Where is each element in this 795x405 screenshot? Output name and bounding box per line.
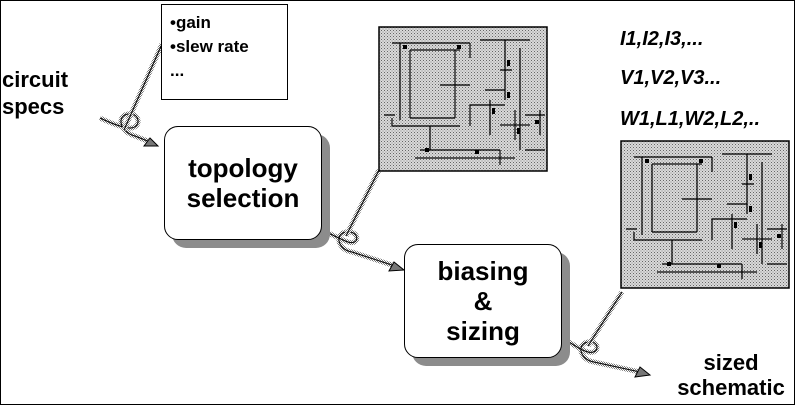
topology-selection-box: topology selection [164, 126, 322, 240]
sized-schematic-line: schematic [677, 375, 785, 400]
sized-schematic-line: sized [703, 350, 759, 375]
size-vars-label: W1,L1,W2,L2,.. [620, 108, 761, 130]
topology-line: selection [186, 183, 300, 213]
schematic-connector-line [343, 168, 382, 238]
sized-schematic-label: sized schematic [668, 350, 794, 400]
spec-item: •gain [170, 13, 211, 32]
circuit-schematic-icon [620, 140, 790, 289]
spec-connector-line [121, 42, 165, 132]
biasing-line: & [473, 286, 493, 316]
spec-list-box: •gain •slew rate ... [161, 4, 288, 100]
circuit-specs-label: circuit specs [2, 66, 68, 120]
biasing-line: sizing [446, 316, 520, 346]
looped-arrow-icon [320, 227, 406, 272]
voltage-vars-label: V1,V2,V3... [620, 67, 722, 89]
spec-item: •slew rate [170, 37, 249, 56]
circuit-specs-line: circuit [2, 67, 69, 92]
biasing-line: biasing [437, 256, 529, 286]
spec-item: ... [170, 61, 185, 80]
looped-arrow-icon [563, 337, 652, 378]
topology-line: topology [188, 153, 298, 183]
circuit-schematic-icon [378, 26, 548, 172]
biasing-sizing-box: biasing & sizing [404, 244, 562, 358]
schematic-connector-line [585, 290, 625, 348]
current-vars-label: I1,I2,I3,... [620, 28, 704, 50]
circuit-specs-line: specs [2, 94, 65, 119]
